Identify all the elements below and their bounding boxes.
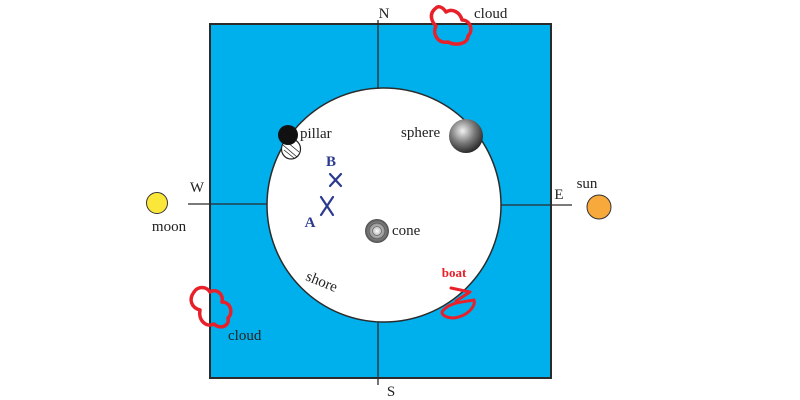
pillar-label: pillar [300,126,332,142]
boat-label: boat [442,265,467,280]
cone-icon [365,219,389,243]
sphere-label: sphere [401,125,440,141]
pillar-icon [278,125,302,160]
marker-a-cross [319,195,335,217]
cloud-bottom-label: cloud [228,328,262,344]
marker-b-cross [328,172,343,188]
moon-icon [146,192,168,214]
marker-b-label: B [326,154,336,170]
island [266,87,502,323]
compass-north: N [379,6,390,22]
compass-south: S [387,384,395,400]
sun-label: sun [577,176,598,192]
cone-label: cone [392,223,421,239]
compass-east: E [554,187,563,203]
sphere-icon [449,119,483,153]
sun-icon [586,194,612,220]
cloud-top-label: cloud [474,6,508,22]
boat-icon [440,286,476,320]
compass-west: W [190,180,205,196]
moon-label: moon [152,219,187,235]
marker-a-label: A [305,215,316,231]
cloud-top-icon [429,5,473,46]
cloud-bottom-icon [189,285,233,329]
